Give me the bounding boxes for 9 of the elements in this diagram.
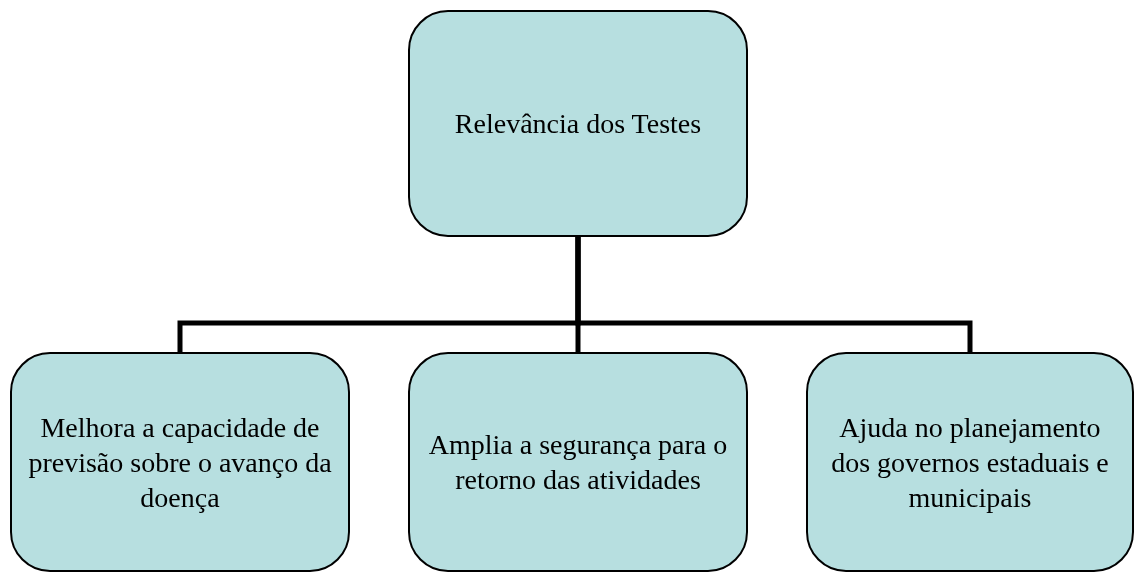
box-text: Amplia a segurança para o retorno das atividades — [427, 428, 729, 497]
connector-line — [575, 237, 973, 352]
root-box — [408, 10, 748, 237]
box-text: Relevância dos Testes — [454, 107, 702, 141]
box-text: Melhora a capacidade de previsão sobre o avanço da doença — [27, 410, 333, 515]
box-text: Ajuda no planejamento dos governos estaduais e municipais — [830, 410, 1110, 515]
topic-box — [806, 352, 1134, 572]
topic-box — [10, 352, 350, 572]
topic-box — [408, 352, 748, 572]
